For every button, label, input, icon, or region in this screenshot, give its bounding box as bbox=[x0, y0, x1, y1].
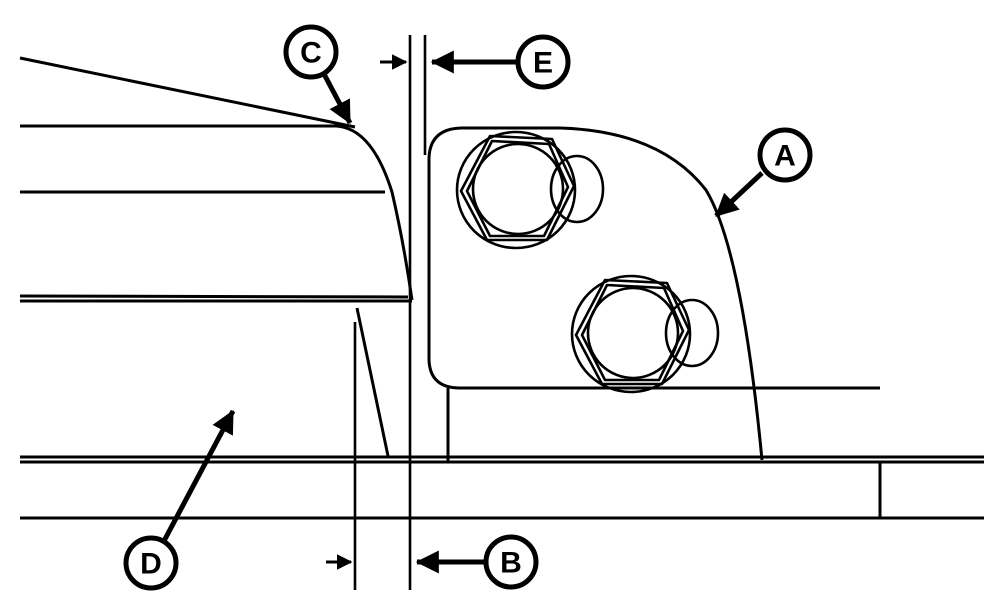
hex-bolt-upper-shank bbox=[471, 142, 565, 236]
callout-bubble-d[interactable] bbox=[123, 535, 179, 591]
bracket-plate-outline-bottom-left bbox=[427, 158, 880, 390]
callout-labels: A B C D E bbox=[140, 37, 796, 581]
brace-edge bbox=[355, 307, 390, 457]
left-panel bbox=[19, 56, 414, 303]
hex-bolt-lower-hex-outer bbox=[574, 278, 691, 386]
callout-bubble-b[interactable] bbox=[483, 534, 539, 590]
hex-bolt-upper-hex-outer bbox=[459, 134, 576, 242]
hex-bolt-upper-side-tab bbox=[549, 154, 605, 224]
hex-bolt-lower bbox=[570, 274, 720, 394]
callout-bubble-a[interactable] bbox=[757, 127, 813, 183]
hex-bolt-upper-washer bbox=[455, 130, 577, 250]
left-panel-lower-line-1 bbox=[19, 294, 409, 299]
callout-c-leader bbox=[321, 72, 353, 125]
callout-bubble-e[interactable] bbox=[515, 34, 571, 90]
callout-leaders bbox=[161, 50, 764, 574]
callout-label-a: A bbox=[774, 140, 796, 173]
hex-bolt-upper bbox=[455, 130, 605, 250]
hex-bolt-lower-hex-inner bbox=[580, 283, 685, 382]
bracket-plate-outline-top-right bbox=[427, 126, 764, 461]
extension-lines bbox=[353, 35, 427, 590]
callout-label-d: D bbox=[140, 548, 162, 581]
bracket-plate bbox=[427, 126, 880, 462]
callout-bubbles bbox=[123, 24, 813, 591]
hex-bolt-lower-shank bbox=[586, 286, 680, 380]
callout-label-e: E bbox=[533, 47, 553, 80]
hex-bolt-lower-side-tab bbox=[664, 298, 720, 368]
callout-d-leader bbox=[161, 409, 236, 543]
callout-a-leader bbox=[714, 171, 764, 218]
callout-label-c: C bbox=[300, 37, 322, 70]
left-panel-upper-edge bbox=[20, 124, 414, 301]
callout-label-b: B bbox=[500, 547, 522, 580]
hex-bolt-lower-washer bbox=[570, 274, 692, 394]
hex-bolt-upper-hex-inner bbox=[465, 139, 570, 238]
lower-rail bbox=[20, 455, 984, 520]
left-panel-top-slant bbox=[19, 56, 356, 129]
diagonal-brace bbox=[355, 307, 390, 457]
callout-bubble-c[interactable] bbox=[283, 24, 339, 80]
